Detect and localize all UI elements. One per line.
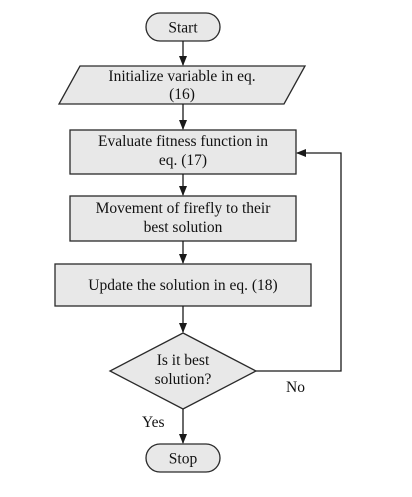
initialize-parallelogram-shape bbox=[57, 65, 307, 105]
stop-label: Stop bbox=[169, 451, 198, 468]
update-node: Update the solution in eq. (18) bbox=[54, 263, 312, 307]
start-node: Start bbox=[145, 12, 221, 42]
initialize-node: Initialize variable in eq. (16) bbox=[57, 65, 307, 105]
evaluate-node: Evaluate fitness function in eq. (17) bbox=[69, 129, 297, 175]
no-edge-label: No bbox=[286, 379, 305, 396]
evaluate-process-shape bbox=[69, 129, 297, 175]
initialize-label-line1: Initialize variable in eq. bbox=[108, 68, 255, 85]
movement-node: Movement of firefly to their best soluti… bbox=[69, 195, 297, 242]
yes-edge-label: Yes bbox=[142, 414, 165, 431]
update-process-shape bbox=[54, 263, 312, 307]
movement-label-line1: Movement of firefly to their bbox=[96, 200, 272, 217]
initialize-label-line2: (16) bbox=[169, 86, 195, 103]
decision-label-line2: solution? bbox=[155, 371, 212, 388]
decision-node: Is it best solution? bbox=[108, 332, 258, 410]
movement-label-line2: best solution bbox=[144, 219, 223, 236]
decision-label-line1: Is it best bbox=[157, 352, 210, 369]
stop-node: Stop bbox=[145, 443, 221, 473]
evaluate-label-line2: eq. (17) bbox=[159, 152, 207, 169]
evaluate-label-line1: Evaluate fitness function in bbox=[98, 133, 268, 150]
start-label: Start bbox=[168, 20, 198, 37]
arrow-decision-no-loop-to-evaluate bbox=[256, 149, 342, 372]
movement-process-shape bbox=[69, 195, 297, 242]
update-label: Update the solution in eq. (18) bbox=[88, 277, 277, 294]
stop-terminal-shape bbox=[145, 443, 221, 473]
